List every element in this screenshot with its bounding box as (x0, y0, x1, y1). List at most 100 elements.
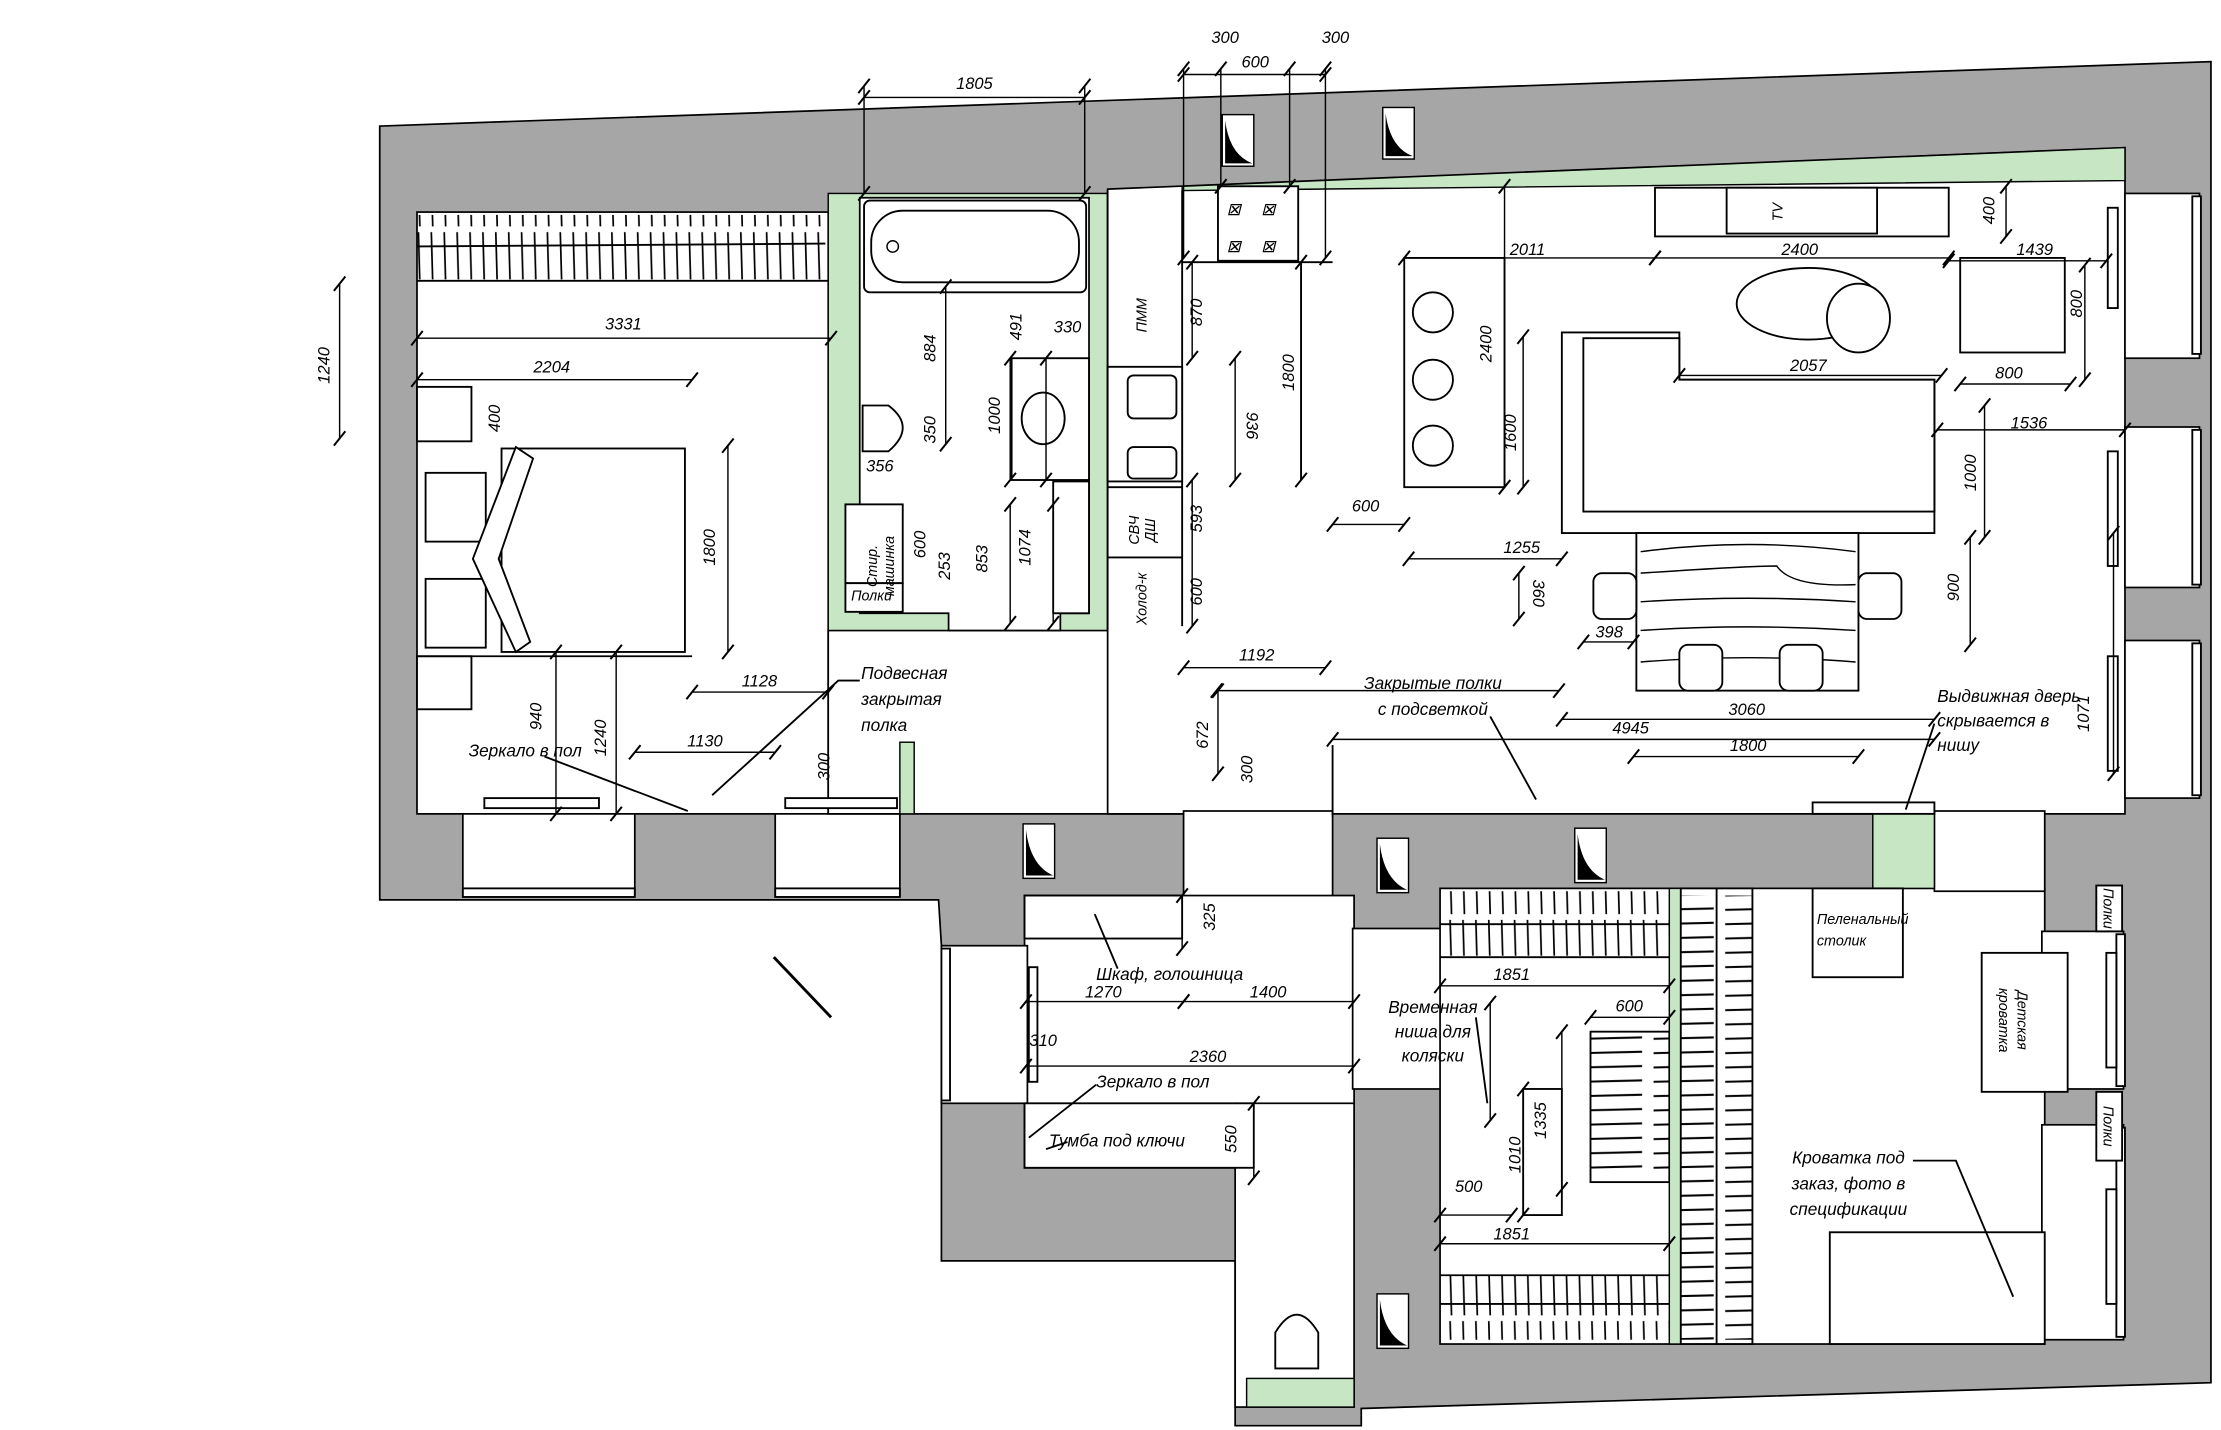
annotation-line: Полки (2099, 888, 2115, 929)
dimension-value: 593 (1188, 504, 1206, 532)
dimension-value: 1074 (1016, 529, 1034, 566)
dimension-tick (1963, 636, 1977, 653)
dimension-tick (1185, 254, 1199, 271)
dimension-tick (1185, 618, 1199, 634)
wood-grain (1640, 543, 1856, 663)
annotation-line: спецификации (1790, 1199, 1908, 1219)
svg-text:⊠: ⊠ (1261, 199, 1277, 219)
dimension-tick (1516, 479, 1530, 495)
dimension-tick (1626, 748, 1641, 765)
dimension-tick (1483, 995, 1497, 1011)
door-icon (1376, 1293, 1410, 1350)
dimension-value: 360 (1529, 579, 1547, 607)
dimension-tick (2118, 422, 2132, 438)
dimension-tick (1347, 1058, 1361, 1074)
living-furniture (1331, 186, 2066, 817)
dimension-value: 800 (2068, 289, 2086, 317)
dimension-tick (1214, 60, 1228, 77)
dimension-tick (1211, 765, 1225, 782)
annotation-line: Подвесная (861, 663, 947, 683)
dimension-value: 400 (486, 404, 504, 432)
bar-stool (1411, 291, 1454, 334)
dimension-tick (1326, 731, 1340, 748)
door-icon (1022, 823, 1056, 880)
dimension-tick (1935, 367, 1949, 384)
dimension-tick (1648, 250, 1662, 266)
dimension-value: 356 (866, 457, 894, 475)
dimension-value: 300 (1238, 755, 1256, 783)
dimension-tick (1483, 1112, 1497, 1129)
dimension-value: 900 (1945, 573, 1963, 601)
svg-text:⊠: ⊠ (1227, 236, 1243, 256)
annotation-line: кроватка (1995, 988, 2011, 1052)
dimension-value: 330 (1054, 318, 1082, 336)
dimension-tick (1552, 682, 1566, 699)
shoe-cabinet-note: Шкаф, голошница (1096, 964, 1243, 984)
dimension-tick (1662, 978, 1676, 994)
dimension-tick (1999, 178, 2013, 195)
bar-stool (1411, 424, 1454, 467)
dimension-tick (1851, 748, 1865, 765)
dimension-tick (333, 275, 347, 292)
dimension-tick (1078, 185, 1092, 202)
dimension-tick (768, 744, 782, 761)
bedroom-shelf-green (899, 741, 915, 815)
annotation-line: Временная (1388, 997, 1477, 1017)
dimension-tick (1927, 711, 1941, 728)
dining-chair (1778, 643, 1824, 692)
dimension-value: 870 (1188, 298, 1206, 326)
dimension-tick (939, 436, 953, 452)
dining-chair (1592, 572, 1638, 620)
dimension-tick (1185, 472, 1199, 488)
dimension-tick (1318, 659, 1332, 676)
door-icon (1221, 113, 1255, 167)
window (2191, 428, 2202, 586)
dimension-value: 800 (1995, 364, 2023, 382)
dimension-tick (1228, 350, 1242, 367)
door-icon (1376, 837, 1410, 894)
shelves (844, 582, 904, 613)
window (461, 887, 636, 898)
annotation-line: столик (1817, 934, 1868, 950)
sofa-seat (1582, 337, 1936, 513)
dining-table (1635, 532, 1860, 692)
annotation-line: Детская (2014, 989, 2030, 1051)
dimension-tick (1019, 993, 1033, 1010)
dimension-tick (1003, 615, 1017, 632)
dimension-value: 400 (1981, 196, 1999, 224)
dimension-tick (857, 78, 871, 94)
annotation-line: TV (1771, 201, 1787, 221)
dimension-value: 1400 (1250, 983, 1287, 1001)
radiator (2105, 1188, 2118, 1305)
sink-bowl (1126, 374, 1178, 420)
dimension-tick (1397, 250, 1411, 266)
annotation-line: СВЧ (1127, 515, 1143, 544)
dining-chair (1857, 572, 1903, 620)
bedroom-furniture (416, 214, 829, 711)
dimension-tick (333, 430, 347, 447)
dimension-value: 350 (922, 415, 940, 443)
dimension-value: 1335 (1532, 1101, 1550, 1138)
dimension-value: 310 (1029, 1032, 1057, 1050)
dimension-tick (1576, 634, 1590, 650)
dimension-tick (721, 644, 735, 660)
dimension-tick (1347, 993, 1361, 1010)
dimension-value: 500 (1455, 1178, 1483, 1196)
dimension-value: 1270 (1085, 983, 1122, 1001)
dimension-value: 600 (1352, 498, 1380, 516)
dimension-tick (1672, 367, 1686, 384)
radiator (784, 797, 898, 810)
dimension-tick (1963, 529, 1977, 546)
dimension-tick (1177, 659, 1191, 676)
annotation-line: нишу (1937, 735, 1980, 755)
dimension-tick (1942, 252, 1956, 269)
tv-label: TV (1771, 201, 1787, 221)
dimension-tick (1078, 78, 1092, 94)
dimension-tick (1039, 350, 1053, 367)
toilet-green-zone (1245, 1377, 1355, 1408)
key-cabinet-note: Тумба под ключи (1049, 1130, 1185, 1150)
bathroom (858, 196, 1090, 632)
annotation-line: Зеркало в пол (469, 741, 583, 761)
dimension-value: 1851 (1493, 1225, 1530, 1243)
